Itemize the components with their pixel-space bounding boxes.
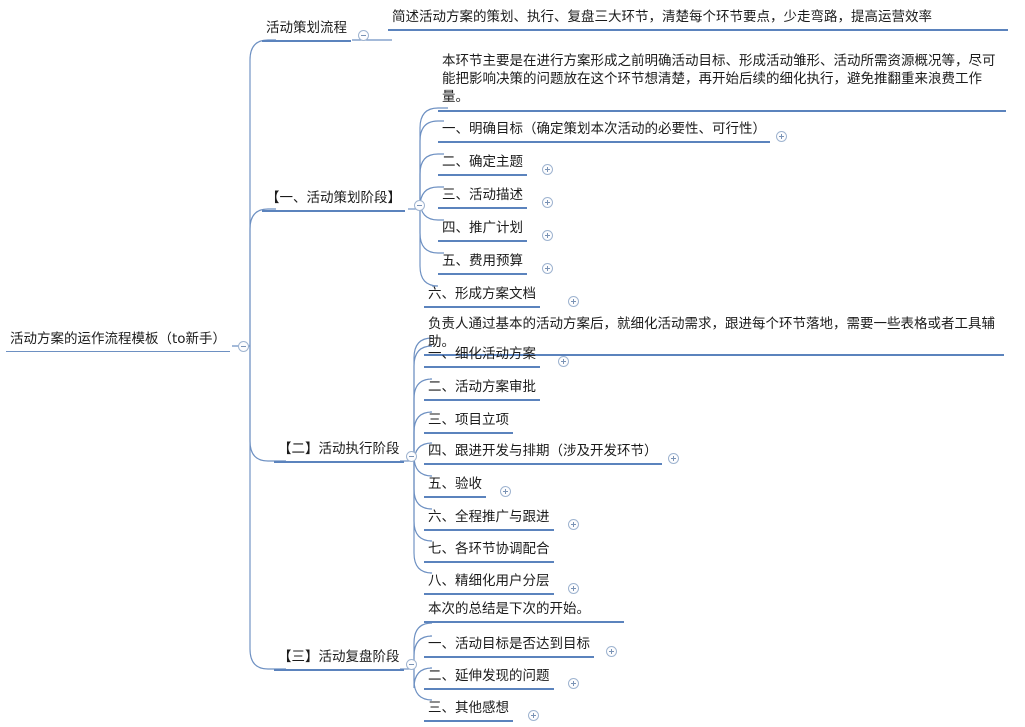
branch-node-1[interactable]: 活动策划流程 bbox=[262, 19, 351, 43]
note-node-3[interactable]: 负责人通过基本的活动方案后，就细化活动需求，跟进每个环节落地，需要一些表格或者工… bbox=[424, 315, 1004, 357]
leaf-2-4-expand-toggle-icon[interactable] bbox=[542, 230, 553, 241]
leaf-node-4-2[interactable]: 二、延伸发现的问题 bbox=[424, 667, 554, 691]
leaf-3-6-expand-toggle-icon[interactable] bbox=[568, 519, 579, 530]
leaf-2-6-expand-toggle-icon[interactable] bbox=[568, 296, 579, 307]
note-node-4[interactable]: 本次的总结是下次的开始。 bbox=[424, 600, 624, 624]
leaf-node-2-4[interactable]: 四、推广计划 bbox=[438, 219, 527, 243]
branch-3-collapse-toggle-icon[interactable] bbox=[406, 451, 417, 462]
leaf-node-4-3[interactable]: 三、其他感想 bbox=[424, 699, 513, 723]
leaf-node-2-5[interactable]: 五、费用预算 bbox=[438, 252, 527, 276]
leaf-2-3-expand-toggle-icon[interactable] bbox=[542, 197, 553, 208]
leaf-node-2-1-label: 一、明确目标（确定策划本次活动的必要性、可行性） bbox=[438, 120, 770, 144]
leaf-node-3-7-label: 七、各环节协调配合 bbox=[424, 540, 554, 564]
note-node-3-label: 负责人通过基本的活动方案后，就细化活动需求，跟进每个环节落地，需要一些表格或者工… bbox=[424, 315, 1004, 357]
leaf-node-3-8[interactable]: 八、精细化用户分层 bbox=[424, 572, 554, 596]
branch-node-1-label: 活动策划流程 bbox=[262, 19, 351, 43]
leaf-3-4-expand-toggle-icon[interactable] bbox=[668, 453, 679, 464]
leaf-node-4-1-label: 一、活动目标是否达到目标 bbox=[424, 635, 594, 659]
leaf-node-3-3[interactable]: 三、项目立项 bbox=[424, 411, 513, 435]
root-node[interactable]: 活动方案的运作流程模板（to新手） bbox=[6, 330, 231, 353]
leaf-3-5-expand-toggle-icon[interactable] bbox=[500, 486, 511, 497]
branch-2-collapse-toggle-icon[interactable] bbox=[414, 200, 425, 211]
note-node-4-label: 本次的总结是下次的开始。 bbox=[424, 600, 624, 624]
leaf-node-3-1[interactable]: 一、细化活动方案 bbox=[424, 345, 540, 369]
leaf-node-2-2-label: 二、确定主题 bbox=[438, 153, 527, 177]
leaf-2-1-expand-toggle-icon[interactable] bbox=[776, 131, 787, 142]
branch-node-2-label: 【一、活动策划阶段】 bbox=[262, 189, 405, 213]
leaf-node-2-2[interactable]: 二、确定主题 bbox=[438, 153, 527, 177]
branch-node-3-label: 【二】活动执行阶段 bbox=[274, 440, 404, 464]
leaf-node-4-3-label: 三、其他感想 bbox=[424, 699, 513, 723]
note-node-2-label: 本环节主要是在进行方案形成之前明确活动目标、形成活动雏形、活动所需资源概况等，尽… bbox=[438, 52, 1006, 112]
note-node-2[interactable]: 本环节主要是在进行方案形成之前明确活动目标、形成活动雏形、活动所需资源概况等，尽… bbox=[438, 52, 1006, 112]
note-node-1-label: 简述活动方案的策划、执行、复盘三大环节，清楚每个环节要点，少走弯路，提高运营效率 bbox=[388, 8, 1008, 32]
leaf-node-3-1-label: 一、细化活动方案 bbox=[424, 345, 540, 369]
leaf-node-3-4[interactable]: 四、跟进开发与排期（涉及开发环节） bbox=[424, 442, 662, 466]
leaf-node-3-6[interactable]: 六、全程推广与跟进 bbox=[424, 508, 554, 532]
leaf-node-2-3[interactable]: 三、活动描述 bbox=[438, 186, 527, 210]
leaf-3-8-expand-toggle-icon[interactable] bbox=[568, 583, 579, 594]
leaf-node-3-2-label: 二、活动方案审批 bbox=[424, 378, 540, 402]
leaf-4-2-expand-toggle-icon[interactable] bbox=[568, 678, 579, 689]
leaf-4-1-expand-toggle-icon[interactable] bbox=[606, 646, 617, 657]
branch-node-2[interactable]: 【一、活动策划阶段】 bbox=[262, 189, 405, 213]
leaf-node-3-5-label: 五、验收 bbox=[424, 475, 486, 499]
leaf-node-2-1[interactable]: 一、明确目标（确定策划本次活动的必要性、可行性） bbox=[438, 120, 770, 144]
leaf-node-3-5[interactable]: 五、验收 bbox=[424, 475, 486, 499]
leaf-node-2-5-label: 五、费用预算 bbox=[438, 252, 527, 276]
note-node-1[interactable]: 简述活动方案的策划、执行、复盘三大环节，清楚每个环节要点，少走弯路，提高运营效率 bbox=[388, 8, 1008, 32]
leaf-node-4-1[interactable]: 一、活动目标是否达到目标 bbox=[424, 635, 594, 659]
leaf-node-2-3-label: 三、活动描述 bbox=[438, 186, 527, 210]
leaf-node-2-6-label: 六、形成方案文档 bbox=[424, 285, 540, 309]
branch-node-4[interactable]: 【三】活动复盘阶段 bbox=[274, 648, 404, 672]
leaf-3-1-expand-toggle-icon[interactable] bbox=[558, 356, 569, 367]
leaf-node-3-4-label: 四、跟进开发与排期（涉及开发环节） bbox=[424, 442, 662, 466]
root-node-label: 活动方案的运作流程模板（to新手） bbox=[6, 330, 231, 353]
leaf-2-5-expand-toggle-icon[interactable] bbox=[542, 263, 553, 274]
leaf-node-3-3-label: 三、项目立项 bbox=[424, 411, 513, 435]
leaf-node-3-8-label: 八、精细化用户分层 bbox=[424, 572, 554, 596]
leaf-node-2-4-label: 四、推广计划 bbox=[438, 219, 527, 243]
branch-node-3[interactable]: 【二】活动执行阶段 bbox=[274, 440, 404, 464]
branch-4-collapse-toggle-icon[interactable] bbox=[406, 659, 417, 670]
leaf-node-3-6-label: 六、全程推广与跟进 bbox=[424, 508, 554, 532]
leaf-node-3-2[interactable]: 二、活动方案审批 bbox=[424, 378, 540, 402]
leaf-node-3-7[interactable]: 七、各环节协调配合 bbox=[424, 540, 554, 564]
leaf-node-4-2-label: 二、延伸发现的问题 bbox=[424, 667, 554, 691]
branch-node-4-label: 【三】活动复盘阶段 bbox=[274, 648, 404, 672]
root-collapse-toggle-icon[interactable] bbox=[238, 341, 249, 352]
leaf-2-2-expand-toggle-icon[interactable] bbox=[542, 164, 553, 175]
leaf-node-2-6[interactable]: 六、形成方案文档 bbox=[424, 285, 540, 309]
leaf-4-3-expand-toggle-icon[interactable] bbox=[528, 710, 539, 721]
branch-1-collapse-toggle-icon[interactable] bbox=[358, 30, 369, 41]
